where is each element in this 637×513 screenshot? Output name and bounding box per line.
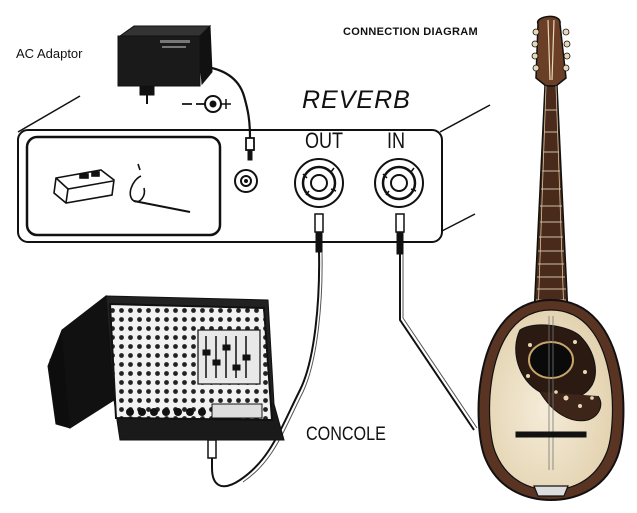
reverb-unit [17, 95, 491, 243]
input-jack [374, 158, 424, 208]
battery-compartment [25, 135, 222, 237]
polarity-symbol-icon [182, 95, 231, 113]
diagram-title: CONNECTION DIAGRAM [343, 26, 478, 38]
battery-icon [53, 163, 191, 213]
input-jack-label: IN [387, 128, 406, 153]
console-label: CONCOLE [306, 424, 386, 445]
output-jack [294, 158, 344, 208]
console-mixer [47, 295, 285, 441]
dc-power-jack [234, 169, 258, 193]
reverb-label: REVERB [302, 86, 411, 114]
ac-adaptor-icon [117, 24, 255, 161]
output-jack-label: OUT [305, 128, 344, 153]
cable-in-from-bouzouki [395, 213, 478, 431]
ac-adaptor-label: AC Adaptor [16, 46, 83, 61]
bouzouki-instrument [477, 15, 625, 502]
